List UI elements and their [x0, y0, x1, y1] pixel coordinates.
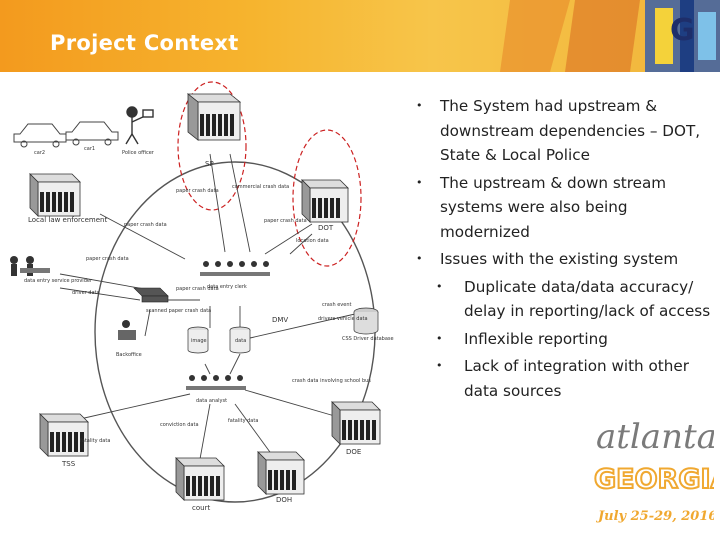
- image-database-icon: [187, 326, 209, 354]
- svg-text:driver data: driver data: [72, 290, 100, 296]
- svg-text:conviction data: conviction data: [160, 422, 199, 428]
- sp-highlight: [177, 81, 247, 211]
- local-law-server-icon: [29, 173, 81, 217]
- bullet-item: •The System had upstream & downstream de…: [400, 94, 712, 168]
- svg-text:car1: car1: [84, 146, 95, 152]
- svg-text:data: data: [235, 338, 246, 344]
- bullet-icon: •: [436, 359, 443, 372]
- doe-server-icon: [331, 401, 381, 445]
- police-officer-icon: [125, 106, 154, 145]
- svg-text:G: G: [670, 13, 695, 48]
- svg-text:paper crash data: paper crash data: [176, 188, 219, 194]
- dmv-label: DMV: [272, 316, 288, 324]
- svg-text:SP: SP: [205, 160, 214, 168]
- svg-text:scanned paper crash data: scanned paper crash data: [146, 308, 211, 314]
- css-database-icon: [353, 307, 379, 335]
- header-decoration-image: G: [500, 0, 720, 72]
- doh-server-icon: [257, 451, 305, 495]
- sub-bullet-item: •Duplicate data/data accuracy/ delay in …: [400, 275, 712, 324]
- backoffice-icon: [118, 320, 136, 340]
- svg-text:data entry service provider: data entry service provider: [24, 278, 93, 284]
- car1-icon: [65, 121, 119, 146]
- logo-date-text: July 25-29, 2016: [595, 509, 714, 524]
- data-analyst-icon: [186, 375, 246, 390]
- svg-text:Local law enforcement: Local law enforcement: [28, 216, 107, 224]
- bullet-icon: •: [416, 99, 423, 112]
- scanner-icon: [133, 287, 169, 303]
- bullet-list: •The System had upstream & downstream de…: [400, 94, 712, 406]
- sub-bullet-item: •Inflexible reporting: [400, 327, 712, 352]
- svg-text:Police officer: Police officer: [122, 150, 155, 156]
- slide-title: Project Context: [50, 31, 239, 55]
- svg-text:crash event: crash event: [322, 302, 352, 308]
- svg-text:car2: car2: [34, 150, 45, 156]
- bullet-icon: •: [436, 279, 443, 293]
- bullet-item: •The upstream & down stream systems were…: [400, 171, 712, 245]
- svg-text:location data: location data: [296, 238, 329, 244]
- svg-text:fatality data: fatality data: [80, 438, 110, 444]
- car2-icon: [13, 123, 67, 148]
- svg-text:crash data involving school bu: crash data involving school bus: [292, 378, 371, 384]
- svg-text:paper crash data: paper crash data: [86, 256, 129, 262]
- svg-text:CSS Driver database: CSS Driver database: [342, 336, 394, 342]
- court-server-icon: [175, 457, 225, 501]
- svg-text:court: court: [192, 504, 210, 512]
- svg-text:data entry clerk: data entry clerk: [207, 284, 247, 290]
- svg-text:paper crash data: paper crash data: [124, 222, 167, 228]
- data-entry-provider-icon: [10, 256, 50, 276]
- svg-text:data analyst: data analyst: [196, 398, 227, 404]
- logo-georgia-text: GEORGIA: [594, 464, 714, 495]
- svg-text:DOT: DOT: [318, 224, 334, 232]
- svg-text:TSS: TSS: [61, 460, 76, 468]
- svg-text:fatality data: fatality data: [228, 418, 258, 424]
- logo-atlanta-text: atlanta: [596, 417, 714, 457]
- bullet-icon: •: [436, 331, 443, 345]
- system-context-diagram: DMV car2 car1: [10, 81, 394, 512]
- bullet-item: •Issues with the existing system: [400, 247, 712, 272]
- svg-text:drivers vehicle data: drivers vehicle data: [318, 316, 368, 322]
- tss-server-icon: [39, 413, 89, 457]
- svg-text:commercial crash data: commercial crash data: [232, 184, 289, 190]
- flow-labels: paper crash data commercial crash data p…: [72, 184, 371, 444]
- data-entry-clerk-icon: [200, 261, 270, 276]
- dot-server-icon: [301, 179, 349, 223]
- header-banner: G Project Context: [0, 0, 720, 72]
- sub-bullet-item: •Lack of integration with other data sou…: [400, 354, 712, 403]
- data-database-icon: [229, 326, 251, 354]
- svg-text:DOE: DOE: [346, 448, 361, 456]
- svg-text:paper crash data: paper crash data: [176, 286, 219, 292]
- sp-server-icon: [186, 93, 242, 141]
- bullet-icon: •: [416, 252, 423, 265]
- atlanta-georgia-logo: atlanta GEORGIA July 25-29, 2016: [593, 417, 714, 524]
- svg-text:Backoffice: Backoffice: [116, 352, 142, 358]
- svg-text:image: image: [191, 338, 207, 344]
- bullet-icon: •: [416, 175, 423, 189]
- svg-text:DOH: DOH: [276, 496, 292, 504]
- dot-highlight: [292, 129, 362, 267]
- svg-text:paper crash data: paper crash data: [264, 218, 307, 224]
